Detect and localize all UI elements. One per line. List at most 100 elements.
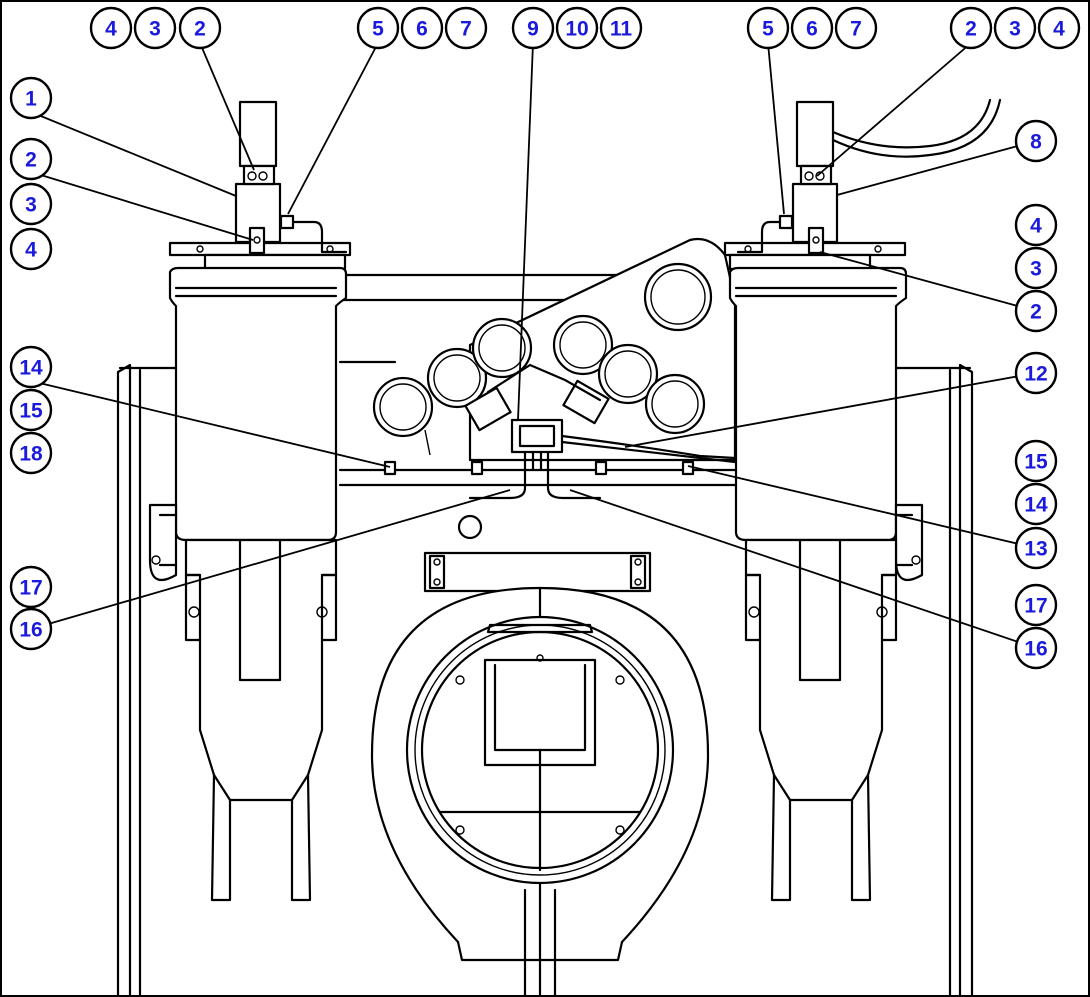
callout-c32: 16	[9, 607, 53, 651]
callout-label: 15	[19, 400, 43, 423]
callout-label: 7	[850, 18, 862, 41]
callout-circle	[444, 6, 488, 50]
callout-circle	[400, 6, 444, 50]
junction-box-harness	[383, 418, 737, 500]
callout-c16: 1	[9, 76, 53, 120]
callout-circle	[949, 6, 993, 50]
callout-circle	[9, 345, 53, 389]
callout-c17: 2	[9, 137, 53, 181]
callout-c28: 15	[1014, 439, 1058, 483]
callout-c13: 2	[949, 6, 993, 50]
callout-label: 17	[19, 577, 42, 600]
callout-c27: 12	[1014, 351, 1058, 395]
callout-label: 14	[19, 357, 43, 380]
callout-label: 2	[25, 149, 37, 172]
callout-circle	[356, 6, 400, 50]
callout-c5: 6	[400, 6, 444, 50]
callout-circle	[555, 6, 599, 50]
callout-c7: 9	[511, 6, 555, 50]
callout-circle	[89, 6, 133, 50]
callout-circle	[9, 76, 53, 120]
callout-circle	[790, 6, 834, 50]
accumulator-gauges	[372, 314, 706, 438]
callout-circle	[1014, 351, 1058, 395]
callout-c21: 4	[1014, 203, 1058, 247]
callout-label: 3	[25, 194, 37, 217]
callout-circle	[1014, 439, 1058, 483]
callout-circle	[1014, 526, 1058, 570]
callout-c34: 16	[1014, 626, 1058, 670]
callout-circle	[834, 6, 878, 50]
callout-c30: 13	[1014, 526, 1058, 570]
callout-label: 2	[194, 18, 206, 41]
callout-c15: 4	[1037, 6, 1081, 50]
callout-label: 4	[1030, 215, 1042, 238]
callout-circle	[1014, 583, 1058, 627]
callout-circle	[1014, 246, 1058, 290]
callout-c26: 18	[9, 431, 53, 475]
callout-c20: 8	[1014, 119, 1058, 163]
callout-label: 7	[460, 18, 472, 41]
callout-label: 3	[1009, 18, 1021, 41]
callout-circle	[1014, 203, 1058, 247]
callout-circle	[9, 388, 53, 432]
callout-circle	[9, 607, 53, 651]
callout-circle	[9, 431, 53, 475]
callout-label: 13	[1024, 538, 1047, 561]
callout-c22: 3	[1014, 246, 1058, 290]
callout-circle	[178, 6, 222, 50]
callout-label: 17	[1024, 595, 1047, 618]
callout-circle	[133, 6, 177, 50]
callout-label: 12	[1024, 363, 1047, 386]
callout-c1: 4	[89, 6, 133, 50]
callout-c9: 11	[599, 6, 643, 50]
callout-label: 2	[1030, 301, 1042, 324]
callout-label: 3	[149, 18, 161, 41]
callout-circle	[1014, 626, 1058, 670]
callout-label: 11	[610, 18, 633, 41]
callout-label: 3	[1030, 258, 1042, 281]
callout-c29: 14	[1014, 482, 1058, 526]
callout-label: 4	[1053, 18, 1065, 41]
callout-label: 2	[965, 18, 977, 41]
callout-c19: 4	[9, 227, 53, 271]
right-suspension-cylinder	[723, 98, 1002, 902]
callout-label: 5	[372, 18, 384, 41]
callout-label: 9	[527, 18, 539, 41]
callout-label: 6	[806, 18, 818, 41]
callout-label: 14	[1024, 494, 1048, 517]
callout-c23: 2	[1014, 289, 1058, 333]
callout-circle	[746, 6, 790, 50]
callout-c12: 7	[834, 6, 878, 50]
callout-c4: 5	[356, 6, 400, 50]
callout-c2: 3	[133, 6, 177, 50]
leader-lines	[30, 42, 1037, 649]
callout-c8: 10	[555, 6, 599, 50]
callout-label: 18	[19, 443, 43, 466]
callout-circle	[1014, 289, 1058, 333]
callout-circle	[9, 137, 53, 181]
callout-c3: 2	[178, 6, 222, 50]
callout-circle	[1014, 482, 1058, 526]
callout-circle	[9, 565, 53, 609]
callout-label: 8	[1030, 131, 1042, 154]
callout-c24: 14	[9, 345, 53, 389]
callout-circle	[1014, 119, 1058, 163]
callout-c10: 5	[746, 6, 790, 50]
callout-c25: 15	[9, 388, 53, 432]
callout-c33: 17	[1014, 583, 1058, 627]
callout-label: 5	[762, 18, 774, 41]
callout-circle	[599, 6, 643, 50]
callout-label: 16	[19, 619, 42, 642]
callout-c31: 17	[9, 565, 53, 609]
callout-circle	[511, 6, 555, 50]
center-hitch	[370, 514, 710, 997]
callout-label: 15	[1024, 451, 1048, 474]
callout-label: 1	[25, 88, 37, 111]
callout-label: 16	[1024, 638, 1047, 661]
callout-c14: 3	[993, 6, 1037, 50]
